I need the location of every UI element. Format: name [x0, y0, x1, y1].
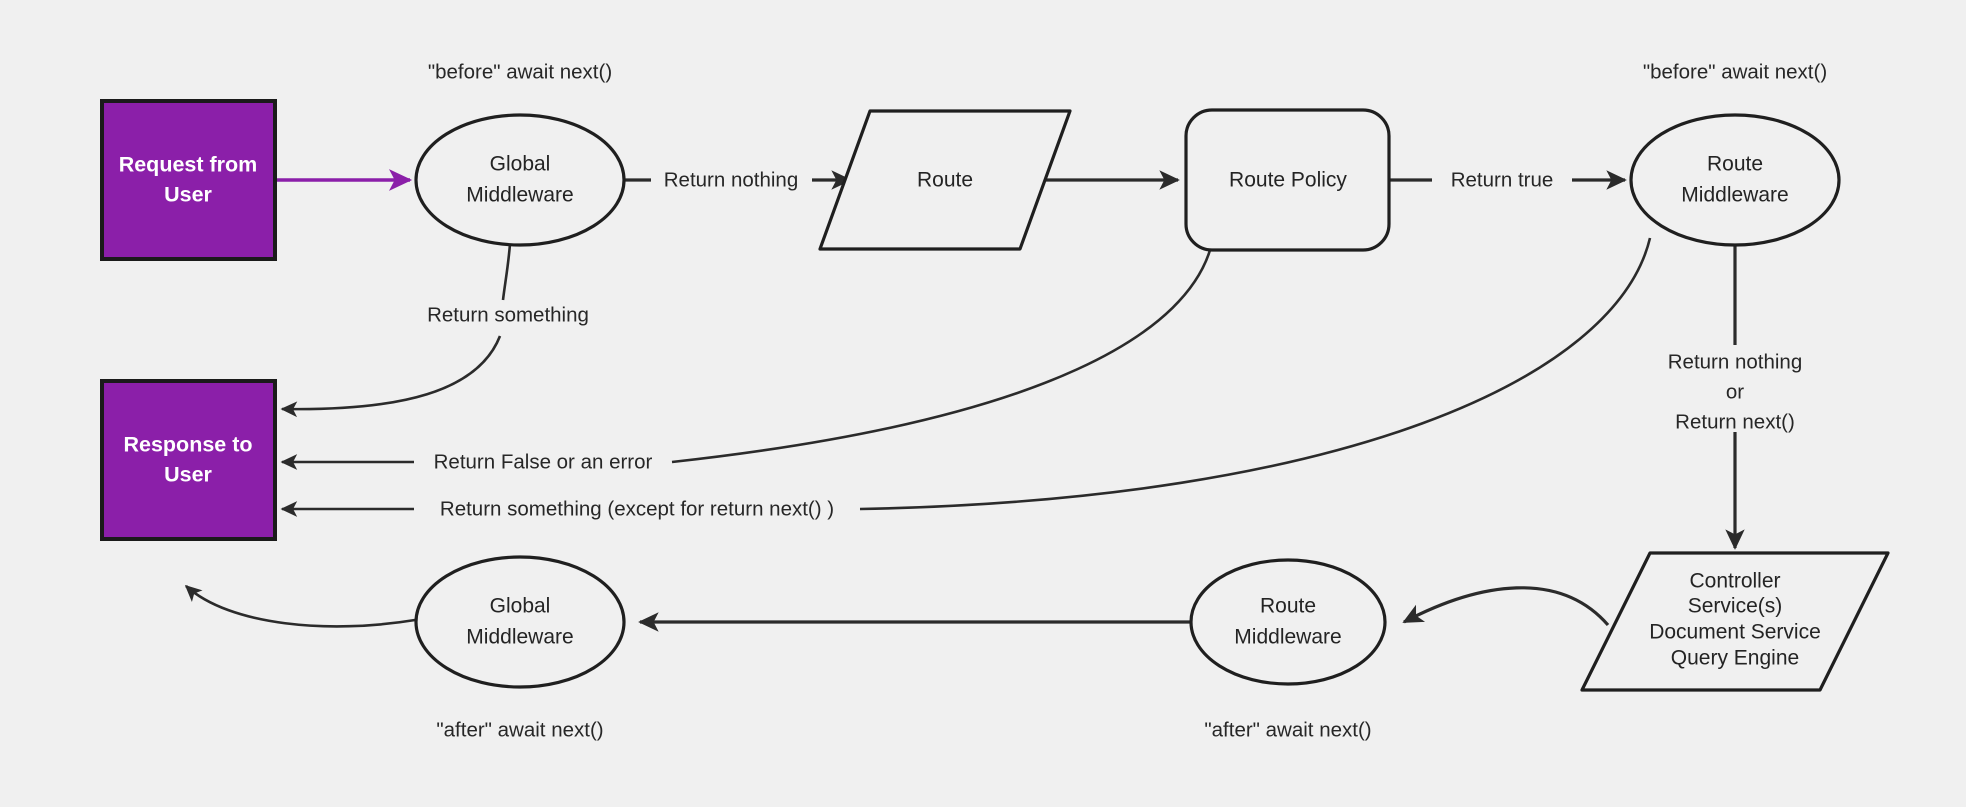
node-route-middleware-bottom-line1: Route: [1260, 595, 1316, 618]
edge-route-middleware-to-controller: Return nothing or Return next(): [1668, 245, 1802, 550]
node-route-policy-label: Route Policy: [1229, 169, 1347, 192]
annotation-before-await-next-left: "before" await next(): [428, 60, 612, 83]
node-global-middleware-bottom-line2: Middleware: [466, 626, 573, 649]
node-route-middleware-bottom-line2: Middleware: [1234, 626, 1341, 649]
edge-global-middleware-to-route: Return nothing: [625, 168, 852, 191]
node-global-middleware-bottom[interactable]: Global Middleware: [414, 555, 626, 689]
edge-label-return-something: Return something: [427, 303, 589, 326]
annotation-before-await-next-right: "before" await next(): [1643, 60, 1827, 83]
node-controller-stack-line2: Service(s): [1688, 595, 1783, 618]
node-request-from-user-line2: User: [164, 183, 212, 207]
node-request-from-user-line1: Request from: [119, 153, 258, 177]
node-global-middleware-top-line2: Middleware: [466, 184, 573, 207]
node-global-middleware-top[interactable]: Global Middleware: [414, 113, 626, 247]
edge-label-return-false-or-error: Return False or an error: [434, 450, 653, 473]
node-route-policy[interactable]: Route Policy: [1184, 108, 1391, 252]
edge-label-return-next-line: Return next(): [1675, 410, 1795, 433]
node-controller-stack-line1: Controller: [1689, 570, 1780, 593]
edge-global-middleware-bottom-to-response: [184, 584, 416, 628]
node-route-middleware-top[interactable]: Route Middleware: [1629, 113, 1841, 247]
node-response-to-user-line2: User: [164, 463, 212, 487]
edge-label-return-nothing-line: Return nothing: [1668, 350, 1802, 373]
node-request-from-user[interactable]: Request from User: [100, 99, 277, 261]
edge-global-middleware-to-response: Return something: [280, 243, 589, 418]
edge-route-middleware-to-response: Return something (except for return next…: [280, 237, 1652, 520]
node-route-middleware-top-line2: Middleware: [1681, 184, 1788, 207]
node-response-to-user-line1: Response to: [123, 433, 252, 457]
node-route-middleware-bottom[interactable]: Route Middleware: [1189, 558, 1387, 686]
edge-label-return-true: Return true: [1451, 168, 1554, 191]
edge-route-policy-to-route-middleware: Return true: [1389, 168, 1627, 191]
edge-label-return-something-except-next: Return something (except for return next…: [440, 497, 834, 520]
annotation-after-await-next-left: "after" await next(): [436, 718, 603, 741]
edge-controller-to-route-middleware-bottom: [1402, 586, 1610, 627]
edge-label-or-line: or: [1726, 380, 1744, 403]
node-global-middleware-bottom-line1: Global: [490, 595, 551, 618]
node-controller-stack-line3: Document Service: [1649, 621, 1821, 644]
node-route[interactable]: Route: [818, 109, 1072, 251]
node-route-middleware-top-line1: Route: [1707, 153, 1763, 176]
edge-label-return-nothing: Return nothing: [664, 168, 798, 191]
node-controller-stack[interactable]: Controller Service(s) Document Service Q…: [1580, 551, 1890, 692]
node-route-label: Route: [917, 169, 973, 192]
edge-route-policy-to-response: Return False or an error: [280, 242, 1214, 473]
node-controller-stack-line4: Query Engine: [1671, 647, 1799, 670]
node-response-to-user[interactable]: Response to User: [100, 379, 277, 541]
node-global-middleware-top-line1: Global: [490, 153, 551, 176]
annotation-after-await-next-right: "after" await next(): [1204, 718, 1371, 741]
